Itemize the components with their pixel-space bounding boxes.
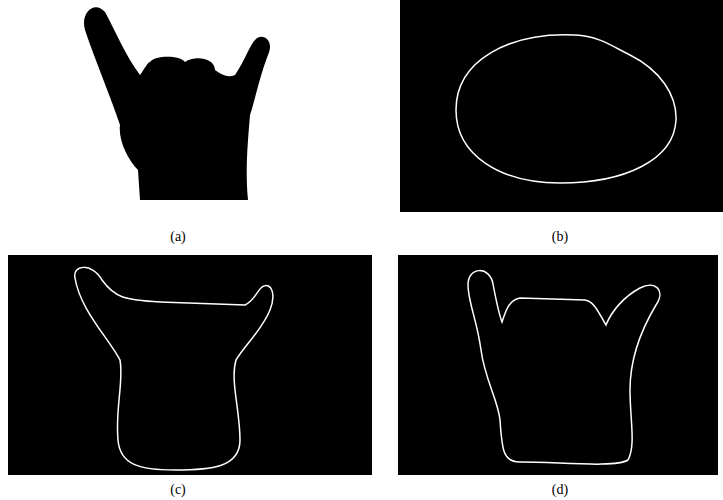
final-contour — [468, 271, 660, 465]
panel-label: (c) — [170, 483, 186, 497]
black-panel — [8, 255, 372, 475]
black-panel — [398, 255, 718, 475]
initial-contour — [456, 35, 676, 183]
panel-label: (b) — [552, 230, 568, 244]
hand-silhouette — [84, 7, 270, 200]
intermediate-contour — [75, 267, 273, 470]
panel-label: (d) — [552, 483, 568, 497]
panel-label: (a) — [170, 230, 186, 244]
black-panel — [400, 0, 723, 212]
